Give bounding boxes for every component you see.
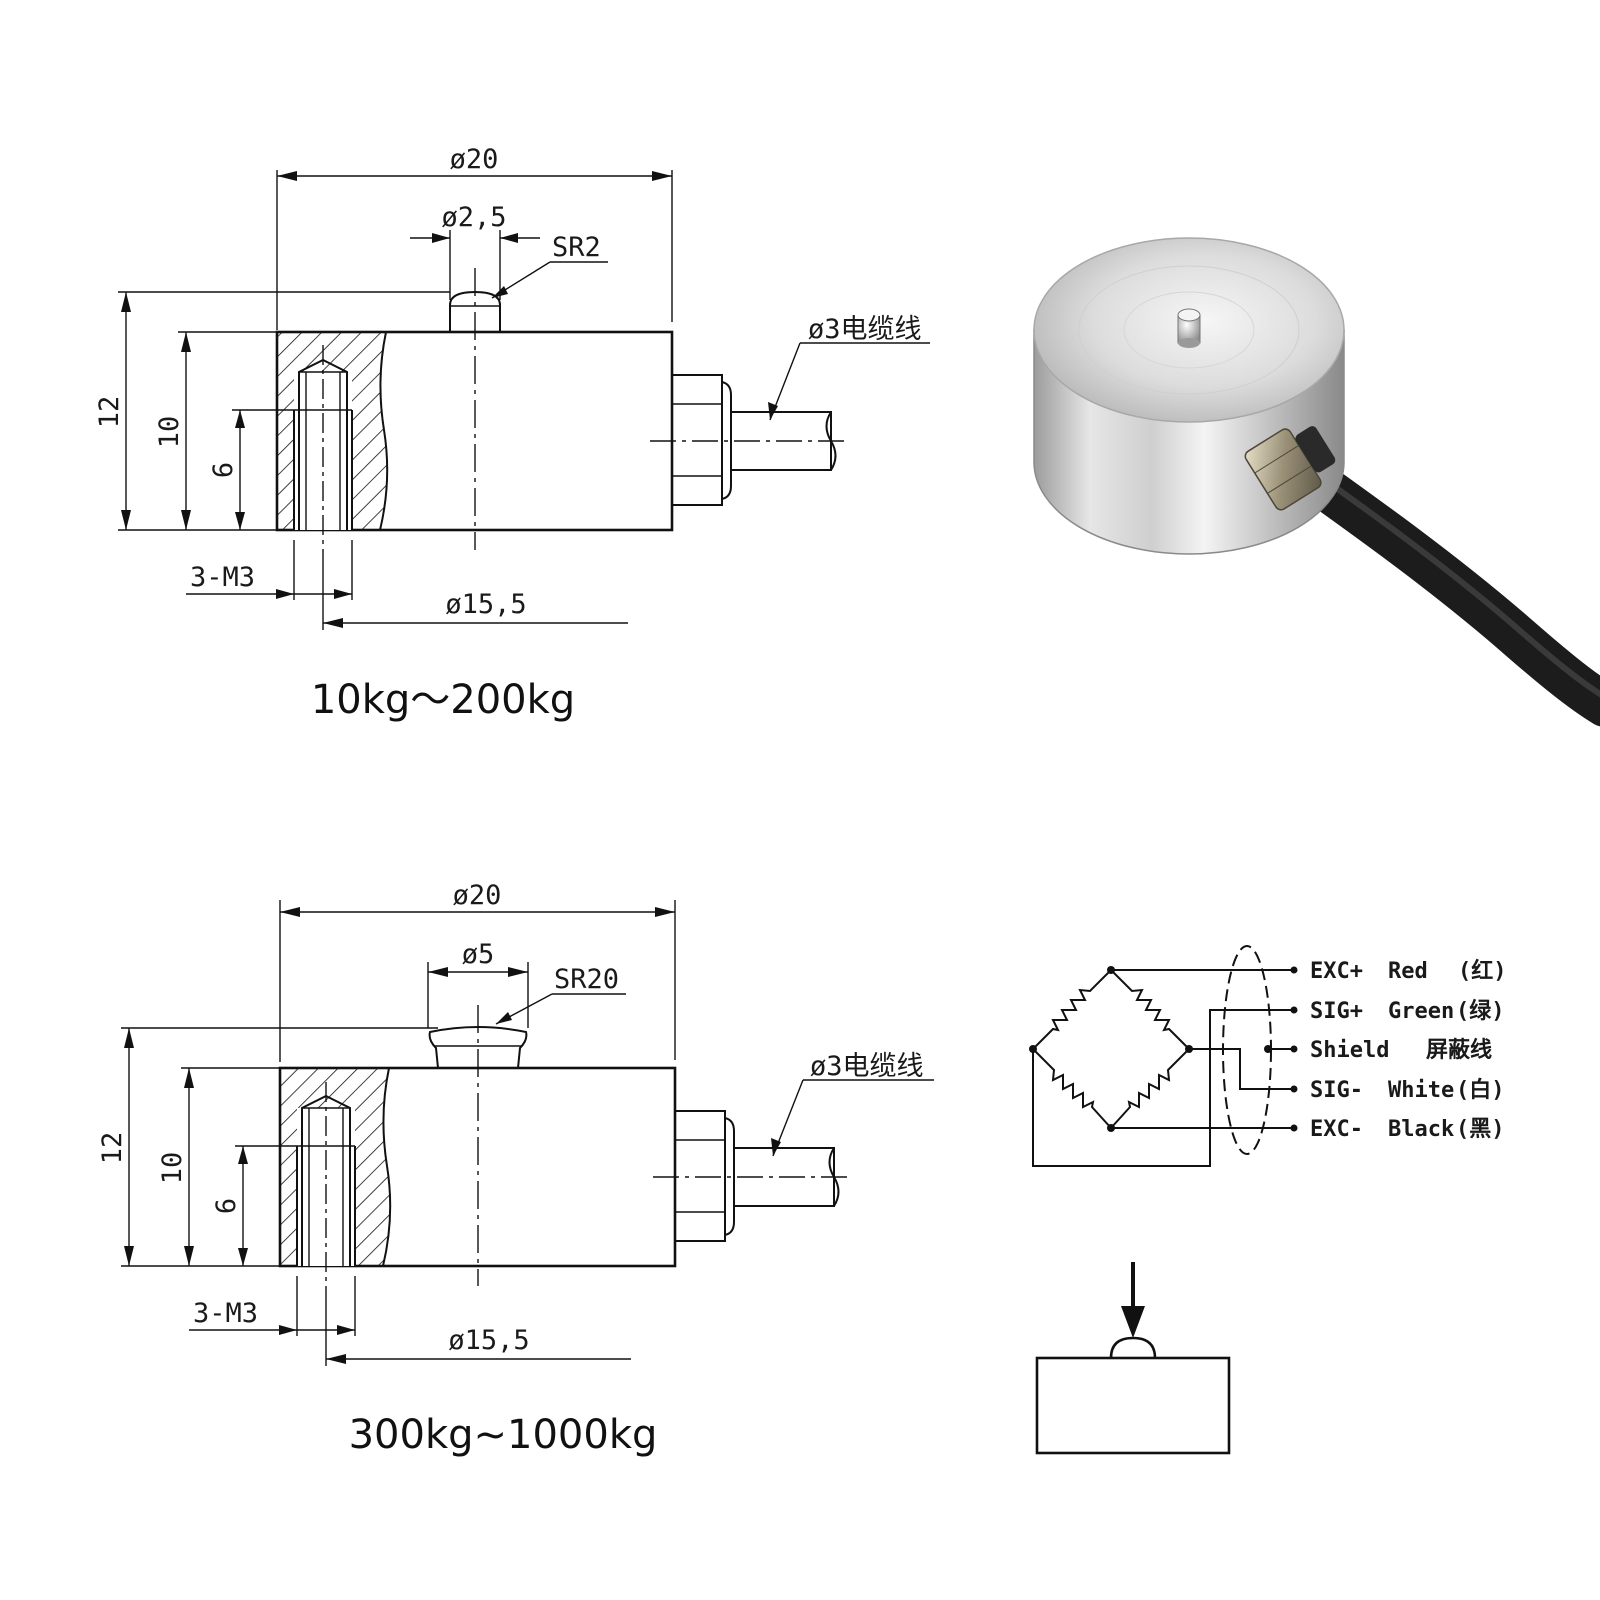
wire-color: Red	[1388, 959, 1428, 984]
wire-row-shield: Shield 屏蔽线	[1310, 1037, 1492, 1063]
cable-image	[1278, 448, 1600, 727]
wire-signal: EXC+	[1310, 959, 1363, 984]
wire-color-cn: (白)	[1456, 1077, 1505, 1103]
dim-height-thread: 6	[208, 462, 239, 478]
resistor-lower-left	[1032, 1048, 1112, 1129]
wire-row-exc-minus: EXC- Black (黑)	[1310, 1117, 1505, 1142]
wire-color: White	[1388, 1078, 1454, 1103]
dim-button-dia: ø2,5	[441, 202, 506, 233]
product-photo	[1033, 237, 1600, 727]
resistor-lower-right	[1110, 1048, 1190, 1129]
wire-color: Black	[1388, 1117, 1454, 1142]
wire-row-exc-plus: EXC+ Red (红)	[1310, 958, 1507, 984]
shield-ellipse	[1222, 945, 1272, 1155]
dim-outer-dia: ø20	[450, 144, 499, 175]
bolt-circle-label: ø15,5	[445, 589, 526, 620]
wire-signal: Shield	[1310, 1038, 1389, 1063]
bolt-circle-label: ø15,5	[448, 1325, 529, 1356]
dim-height-body: 10	[154, 416, 185, 449]
resistor-upper-right	[1110, 969, 1190, 1050]
resistor-upper-left	[1032, 969, 1112, 1050]
wire-color-cn: (红)	[1458, 958, 1507, 984]
wire-signal: EXC-	[1310, 1117, 1363, 1142]
load-block	[1035, 1356, 1231, 1455]
drawing-top: ø20 ø2,5 SR2	[94, 144, 930, 723]
thread-spec-label: 3-M3	[193, 1298, 258, 1329]
thread-spec-label: 3-M3	[190, 562, 255, 593]
wire-signal: SIG+	[1310, 999, 1363, 1024]
wire-color: Green	[1388, 999, 1454, 1024]
dim-button-dia: ø5	[462, 939, 495, 970]
capacity-range-label: 10kg～200kg	[311, 677, 575, 723]
sphere-radius-label: SR2	[552, 232, 601, 263]
dim-height-total: 12	[94, 396, 125, 429]
wiring-diagram: EXC+ Red (红) SIG+ Green (绿) Shield 屏蔽线 S…	[1029, 945, 1507, 1167]
sphere-radius-label: SR20	[554, 964, 619, 995]
load-direction-diagram	[1035, 1262, 1231, 1455]
dim-height-body: 10	[157, 1152, 188, 1185]
dim-height-thread: 6	[211, 1198, 242, 1214]
cable-label: ø3电缆线	[810, 1051, 924, 1082]
cable-label: ø3电缆线	[808, 314, 922, 345]
wire-color-cn: (黑)	[1456, 1117, 1505, 1142]
dim-outer-dia: ø20	[453, 880, 502, 911]
wire-row-sig-minus: SIG- White (白)	[1310, 1077, 1505, 1103]
drawing-bottom: ø20 ø5 SR20	[97, 880, 934, 1458]
wire-signal: SIG-	[1310, 1078, 1363, 1103]
wire-row-sig-plus: SIG+ Green (绿)	[1310, 998, 1505, 1024]
wire-color-cn: (绿)	[1456, 998, 1505, 1024]
capacity-range-label: 300kg~1000kg	[349, 1412, 658, 1458]
dim-height-total: 12	[97, 1132, 128, 1165]
wire-color-cn: 屏蔽线	[1426, 1037, 1492, 1063]
